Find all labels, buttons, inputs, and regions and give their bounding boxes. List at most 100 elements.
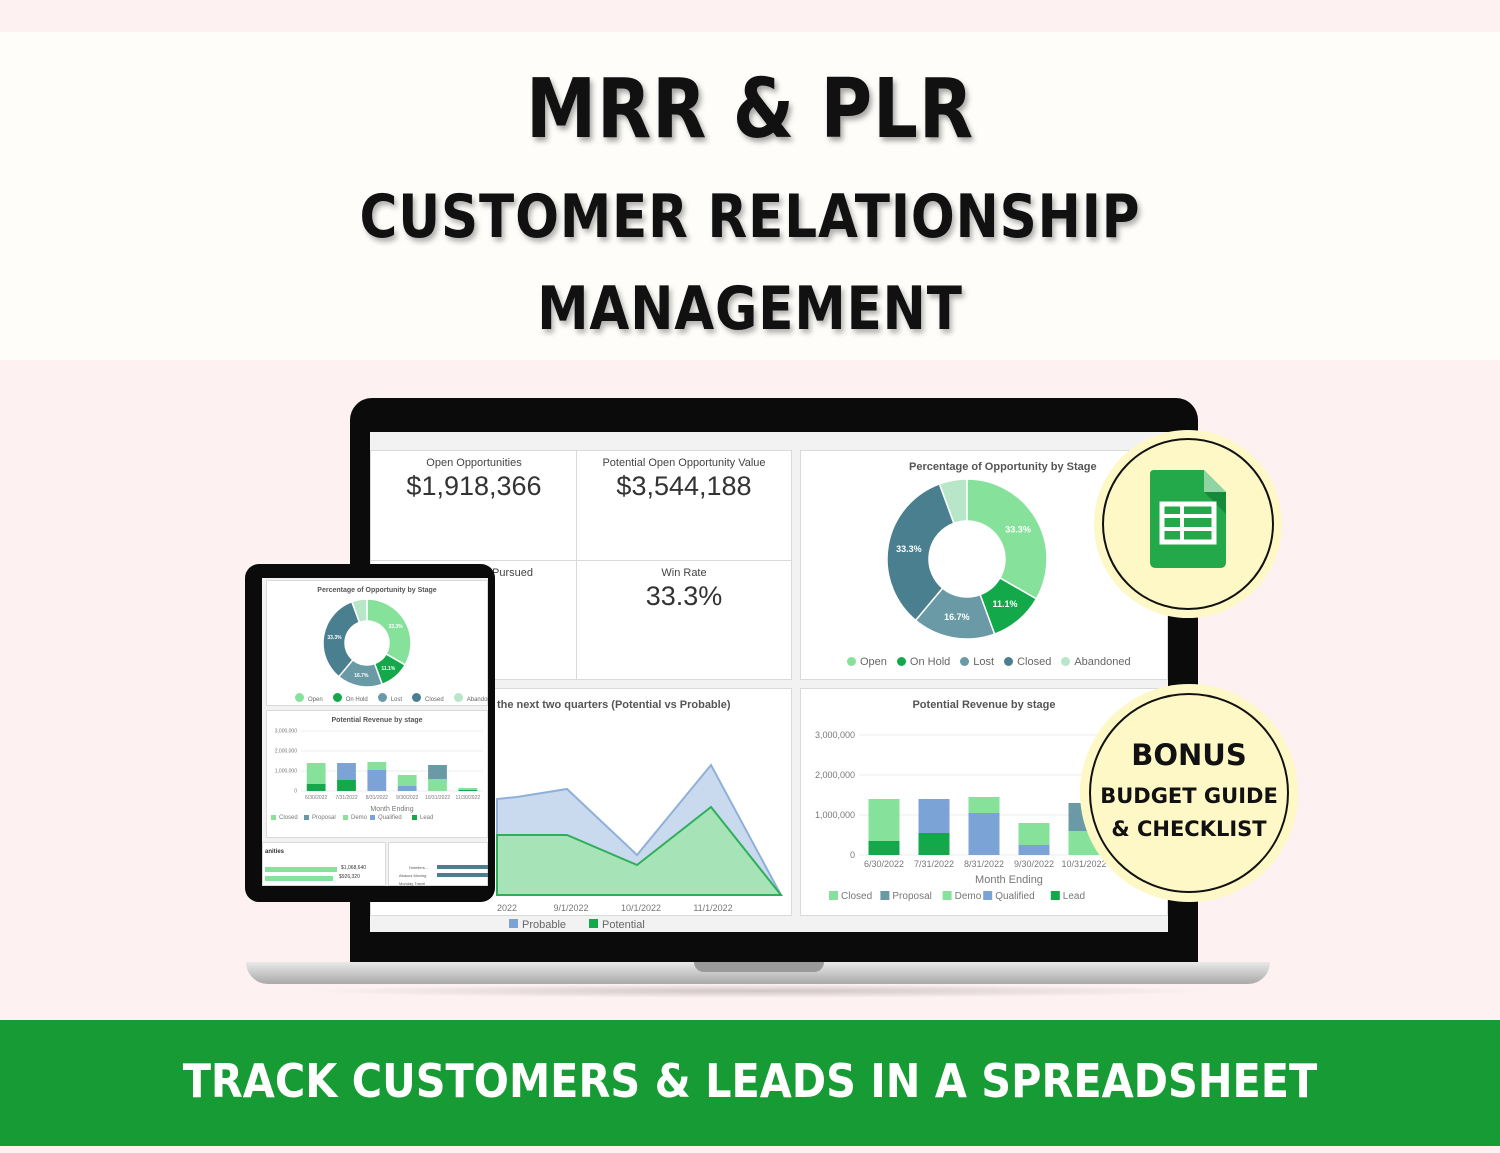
kpi-value: 33.3% (645, 581, 723, 611)
donut-slice-open (966, 479, 1048, 600)
legend-label: Qualified (378, 815, 402, 821)
bar-segment-qualified (918, 799, 950, 833)
tablet-bar-title: Potential Revenue by stage (331, 717, 423, 724)
tablet-hbar-value-2: $926,320 (339, 874, 360, 880)
donut-data-label: 33.3% (388, 624, 403, 630)
kpi-open-opportunities: Open Opportunities $1,918,366 (370, 450, 578, 562)
legend-label: Lead (420, 815, 433, 821)
donut-data-label: 11.1% (993, 599, 1018, 609)
donut-slice-abandoned (350, 598, 368, 624)
tablet-donut-card: Percentage of Opportunity by Stage 33.3%… (266, 580, 488, 706)
footer-banner: TRACK CUSTOMERS & LEADS IN A SPREADSHEET (0, 1020, 1500, 1146)
kpi-label: Open Opportunities (426, 457, 522, 469)
donut-data-label: 11.1% (381, 666, 395, 672)
bar-segment-proposal (428, 765, 447, 779)
bonus-line-2: & CHECKLIST (1111, 817, 1267, 841)
tablet-small-label-2: Abacus Moving (399, 873, 427, 878)
donut-data-label: 33.3% (896, 544, 922, 554)
legend-label: Lost (390, 697, 403, 703)
bar-segment-demo (868, 799, 900, 841)
legend-swatch (1004, 657, 1014, 666)
subtitle-line-2: MANAGEMENT (537, 274, 963, 344)
bar-segment-lead (337, 780, 356, 791)
legend-label: Closed (1017, 656, 1052, 668)
x-tick-label: 8/31/2022 (964, 859, 1004, 869)
tablet-hbar-value-1: $1,068,640 (341, 865, 367, 871)
bar-segment-qualified (397, 786, 417, 791)
donut-chart-title: Percentage of Opportunity by Stage (909, 461, 1097, 473)
x-tick-label: 7/31/2022 (914, 859, 954, 869)
bar-segment-lead (868, 841, 900, 855)
legend-label: Proposal (892, 891, 931, 902)
legend-swatch (412, 815, 417, 820)
bar-segment-demo (367, 762, 387, 770)
legend-swatch (847, 657, 856, 666)
legend-label: Potential (602, 919, 645, 931)
bar-segment-lead (306, 784, 326, 791)
donut-data-label: 33.3% (1005, 524, 1031, 534)
legend-swatch (377, 693, 387, 702)
kpi-value: $1,918,366 (406, 471, 542, 501)
x-tick-label: 10/1/2022 (621, 903, 661, 913)
legend-label: Closed (279, 815, 298, 821)
legend-swatch (509, 919, 518, 928)
badge-ring (1102, 438, 1274, 610)
donut-chart: 33.3%11.1%16.7%33.3% (886, 479, 1048, 640)
bar-segment-qualified (337, 763, 356, 780)
legend-swatch (589, 919, 598, 928)
legend-swatch (332, 693, 342, 702)
tablet-small-bar-1 (437, 865, 488, 869)
legend-swatch (829, 891, 838, 900)
tablet-donut-title: Percentage of Opportunity by Stage (317, 587, 437, 594)
bar-chart-title: Potential Revenue by stage (912, 699, 1056, 711)
y-tick-label: 0 (850, 850, 855, 860)
x-tick-label: 11/30/2022 (456, 795, 481, 801)
x-axis-label: Month Ending (975, 874, 1043, 886)
kpi-value: $3,544,188 (616, 471, 752, 501)
legend-swatch (295, 693, 304, 702)
tablet-screen: Percentage of Opportunity by Stage 33.3%… (262, 578, 488, 886)
bar-segment-qualified (367, 770, 387, 791)
kpi-potential-value: Potential Open Opportunity Value $3,544,… (576, 450, 792, 562)
x-tick-label: 6/30/2022 (305, 795, 327, 801)
x-tick-label: 2022 (497, 903, 517, 913)
header-banner: MRR & PLR CUSTOMER RELATIONSHIP MANAGEME… (0, 32, 1500, 360)
legend-label: Abandoned (466, 697, 488, 703)
legend-swatch (370, 815, 375, 820)
google-sheets-badge (1094, 430, 1282, 618)
tablet-hbar-2 (265, 876, 333, 881)
y-tick-label: 2,000,000 (275, 749, 297, 755)
legend-swatch (453, 693, 463, 702)
badge-ring (1089, 693, 1289, 893)
bar-segment-demo (968, 797, 1000, 813)
tablet-opportunities-card: anities $1,068,640 $926,320 (262, 842, 386, 886)
laptop-shadow (300, 984, 1220, 998)
legend-label: Closed (841, 891, 872, 902)
donut-slice-closed (322, 600, 361, 678)
legend-swatch (1061, 657, 1071, 666)
bar-segment-qualified (1018, 845, 1050, 855)
legend-label: Abandoned (1074, 656, 1131, 668)
x-tick-label: 11/1/2022 (693, 903, 732, 913)
y-tick-label: 2,000,000 (815, 770, 855, 780)
laptop-screen: Open Opportunities $1,918,366 Potential … (370, 432, 1168, 932)
bar-segment-qualified (968, 813, 1000, 855)
kpi-win-rate: Win Rate 33.3% (576, 560, 792, 680)
tablet-small-label-1: Hoteliers... (409, 865, 429, 870)
legend-label: Demo (351, 815, 368, 821)
bonus-description: BUDGET GUIDE & CHECKLIST (1080, 780, 1298, 846)
bar-segment-demo (1018, 823, 1050, 845)
legend-label: Lost (973, 656, 995, 668)
legend-swatch (304, 815, 309, 820)
y-tick-label: 3,000,000 (815, 730, 855, 740)
tablet-donut-chart: 33.3%11.1%16.7%33.3% (322, 598, 412, 687)
bonus-line-1: BUDGET GUIDE (1100, 784, 1278, 808)
area-chart-title: the next two quarters (Potential vs Prob… (497, 699, 731, 711)
donut-slice-open (366, 598, 412, 666)
bar-segment-demo (458, 788, 478, 790)
main-title: MRR & PLR (525, 62, 975, 157)
kpi-label: Pursued (492, 567, 533, 579)
